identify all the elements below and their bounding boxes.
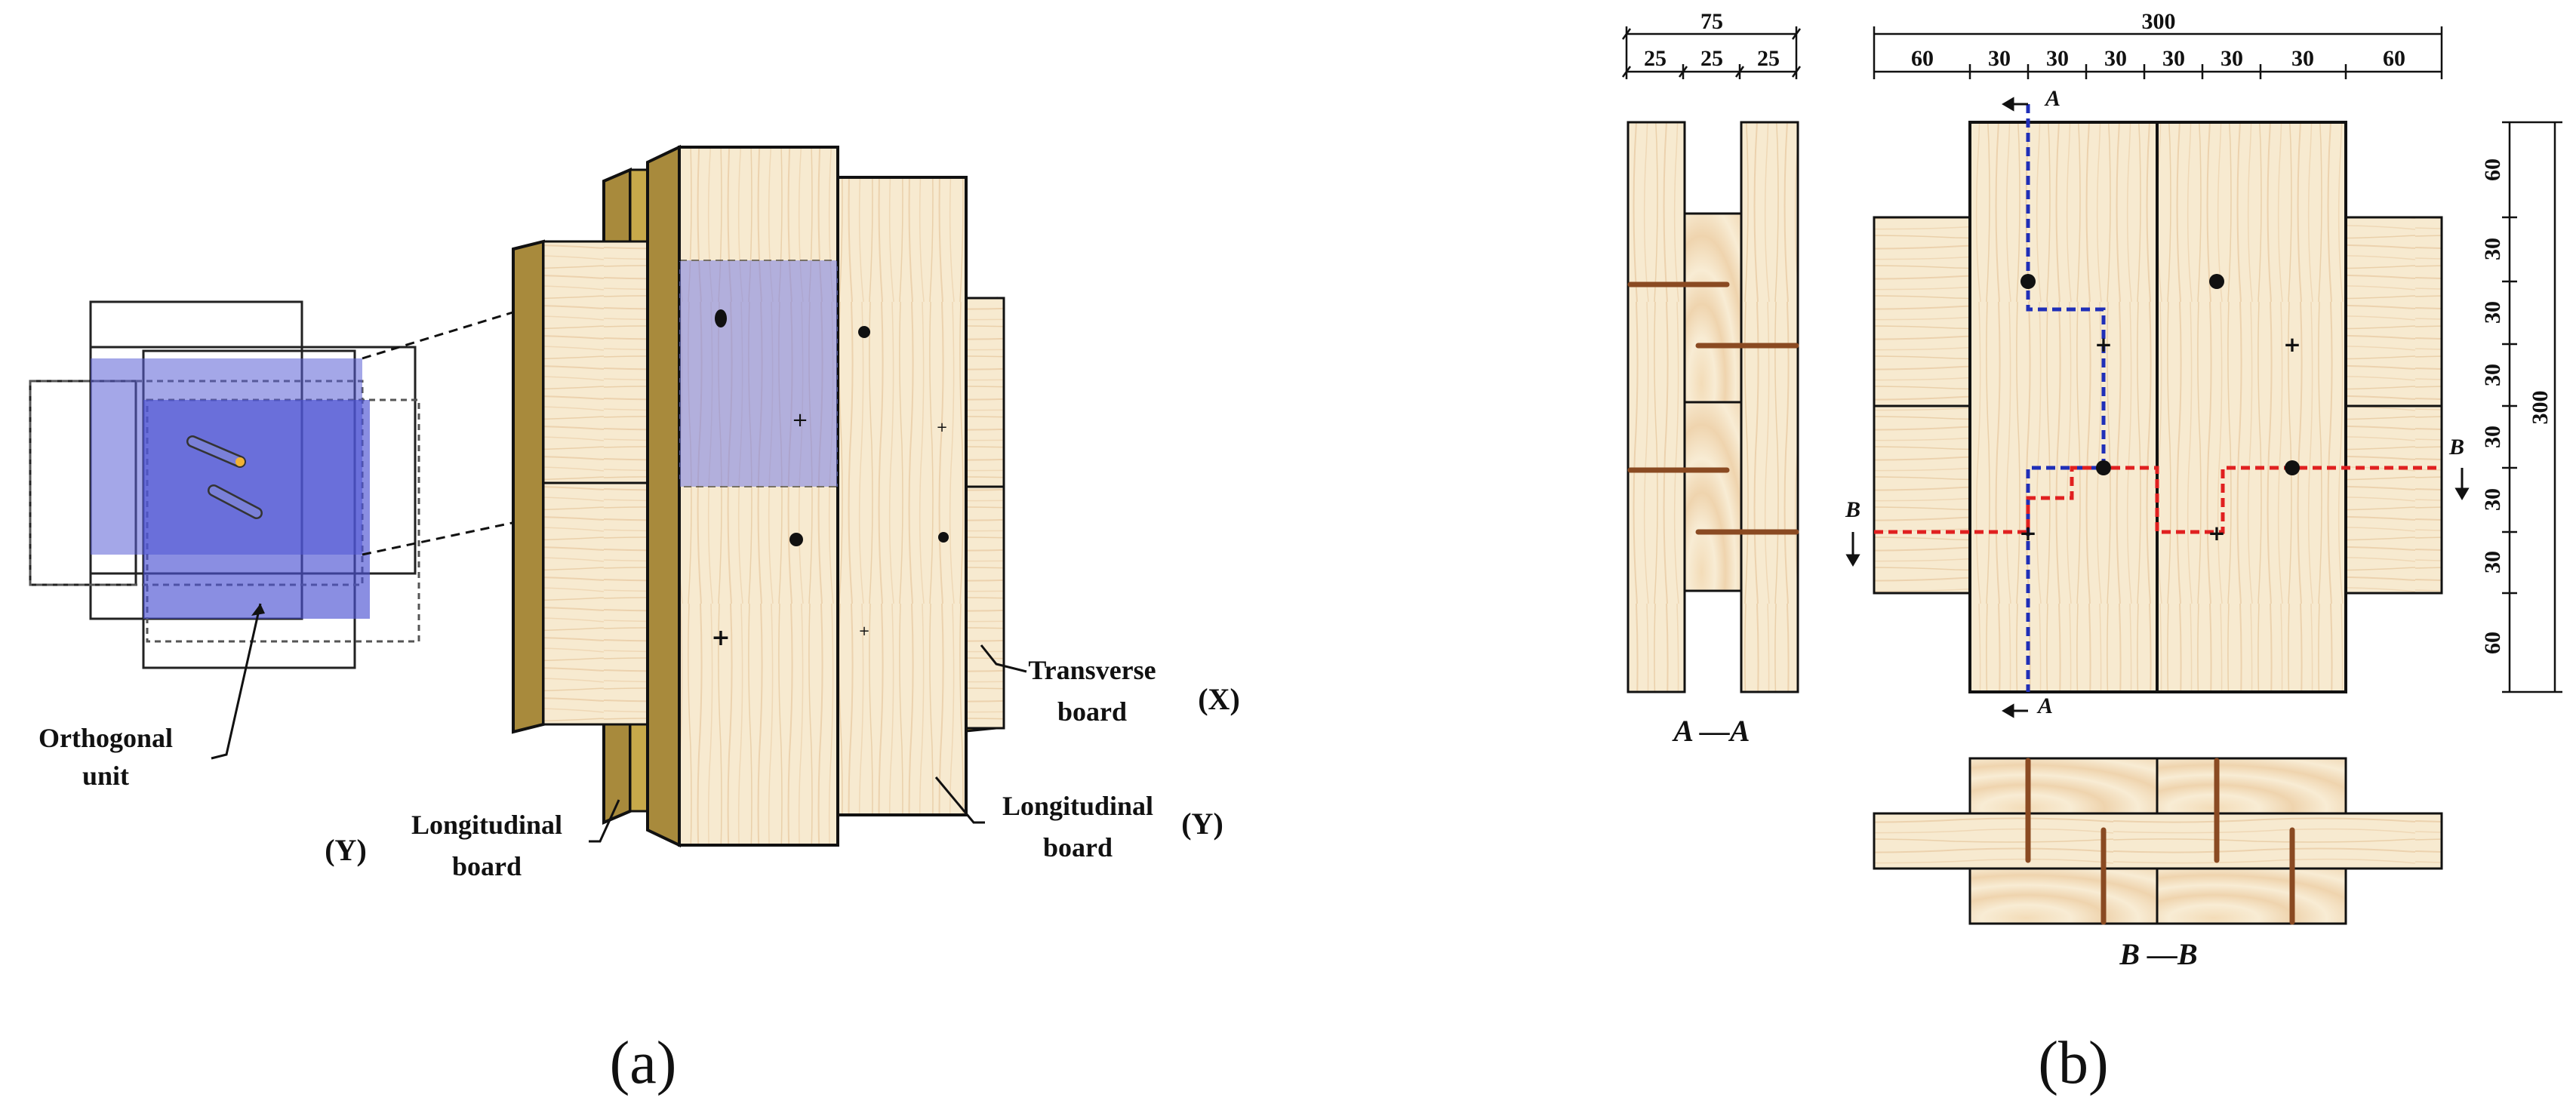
y-label-left: (Y) bbox=[325, 833, 367, 867]
dim-front-part-2: 30 bbox=[1988, 46, 2011, 71]
dim-front-part-3: 30 bbox=[2046, 46, 2069, 71]
dim-front-part-7: 30 bbox=[2291, 46, 2314, 71]
section-aa-nails bbox=[1627, 281, 1799, 535]
fe-longitudinal-left bbox=[1968, 121, 2159, 693]
orthogonal-unit-drawing: Orthogonal unit bbox=[29, 300, 420, 791]
svg-text:+: + bbox=[2283, 332, 2301, 357]
section-markers-b bbox=[1845, 468, 2470, 567]
fe-transverse-right-lower bbox=[2344, 404, 2443, 595]
y-label-right: (Y) bbox=[1181, 807, 1223, 841]
section-bb-nails bbox=[2025, 758, 2295, 925]
caption-b: (b) bbox=[2038, 1030, 2108, 1096]
fe-nail-markers: + + + + bbox=[2019, 274, 2301, 546]
caption-a: (a) bbox=[610, 1030, 677, 1096]
section-marker-a-bottom: A bbox=[2036, 693, 2053, 718]
dim-right-total: 300 bbox=[2528, 391, 2553, 425]
long-left-label-line2: board bbox=[452, 851, 522, 881]
fe-longitudinal-right bbox=[2156, 121, 2347, 693]
dim-front-part-8: 60 bbox=[2383, 46, 2405, 71]
dim-front-total: 300 bbox=[2142, 9, 2176, 34]
section-marker-b-right: B bbox=[2448, 435, 2464, 460]
section-bb-drawing bbox=[1873, 757, 2443, 925]
ortho-nails bbox=[186, 435, 263, 519]
dim-front-part-5: 30 bbox=[2162, 46, 2185, 71]
side-dimensions bbox=[1621, 26, 1802, 79]
orthogonal-unit-highlight bbox=[679, 260, 839, 487]
dim-front-part-6: 30 bbox=[2221, 46, 2243, 71]
long-right-label-line2: board bbox=[1043, 832, 1113, 862]
dim-side-part-1: 25 bbox=[1644, 46, 1667, 71]
dim-right-part-7: 30 bbox=[2480, 551, 2505, 573]
section-aa-drawing bbox=[1627, 121, 1799, 693]
dim-front-part-1: 60 bbox=[1911, 46, 1934, 71]
svg-text:+: + bbox=[858, 623, 869, 639]
transverse-board-lower-right bbox=[965, 485, 1005, 730]
ortho-leader-line bbox=[211, 603, 262, 760]
section-bb-cut-path bbox=[1874, 466, 2442, 534]
long-right-leader-line bbox=[934, 776, 985, 824]
x-axis-label: (X) bbox=[1198, 682, 1240, 716]
panel-a: Orthogonal unit bbox=[29, 144, 1240, 1096]
assembly-nail-markers: + + + + bbox=[711, 309, 949, 651]
transverse-label-line1: Transverse bbox=[1028, 655, 1156, 685]
fe-transverse-right-upper bbox=[2344, 216, 2443, 407]
dim-right-part-1: 60 bbox=[2480, 158, 2505, 181]
svg-text:+: + bbox=[2094, 332, 2112, 357]
long-left-label-line1: Longitudinal bbox=[411, 810, 562, 840]
front-elevation: + + + + A A B B bbox=[1845, 86, 2470, 718]
dim-right-part-2: 30 bbox=[2480, 238, 2505, 260]
section-bb-label: B —B bbox=[2119, 937, 2197, 971]
svg-text:+: + bbox=[2208, 521, 2225, 546]
long-left-leader-line bbox=[589, 799, 620, 843]
transverse-label-line2: board bbox=[1057, 696, 1127, 727]
dim-right-part-4: 30 bbox=[2480, 364, 2505, 386]
section-aa-label: A —A bbox=[1671, 714, 1750, 748]
front-longitudinal-board-right bbox=[836, 176, 968, 816]
transverse-board-upper-right bbox=[965, 297, 1005, 488]
orthogonal-label-line1: Orthogonal bbox=[38, 723, 173, 753]
assembly-3d: + + + + bbox=[512, 144, 1027, 848]
svg-text:+: + bbox=[792, 409, 808, 432]
orthogonal-label-line2: unit bbox=[82, 761, 129, 791]
section-marker-a-top: A bbox=[2044, 86, 2060, 111]
section-marker-b-left: B bbox=[1845, 497, 1860, 522]
svg-text:+: + bbox=[2019, 521, 2036, 546]
dim-right-part-5: 30 bbox=[2480, 426, 2505, 448]
fe-transverse-left-upper bbox=[1873, 216, 1971, 407]
transverse-leader-line bbox=[980, 644, 1027, 673]
fe-transverse-left-lower bbox=[1873, 404, 1971, 595]
dim-right-part-6: 30 bbox=[2480, 488, 2505, 511]
dim-front-part-4: 30 bbox=[2104, 46, 2127, 71]
panel-b: 75 25 25 25 A —A bbox=[1621, 9, 2562, 1096]
dim-side-part-2: 25 bbox=[1700, 46, 1723, 71]
front-dimensions bbox=[1873, 26, 2443, 79]
dim-right-part-3: 30 bbox=[2480, 301, 2505, 324]
front-longitudinal-board-left bbox=[678, 146, 839, 847]
dim-right-part-8: 60 bbox=[2480, 632, 2505, 654]
long-right-label-line1: Longitudinal bbox=[1002, 791, 1153, 821]
svg-text:+: + bbox=[936, 420, 947, 435]
front-longitudinal-board-edge bbox=[646, 144, 681, 848]
section-markers-a bbox=[2002, 97, 2028, 718]
dim-side-part-3: 25 bbox=[1757, 46, 1780, 71]
svg-text:+: + bbox=[711, 625, 730, 651]
dim-side-total: 75 bbox=[1700, 9, 1723, 34]
right-dimensions bbox=[2502, 121, 2562, 693]
